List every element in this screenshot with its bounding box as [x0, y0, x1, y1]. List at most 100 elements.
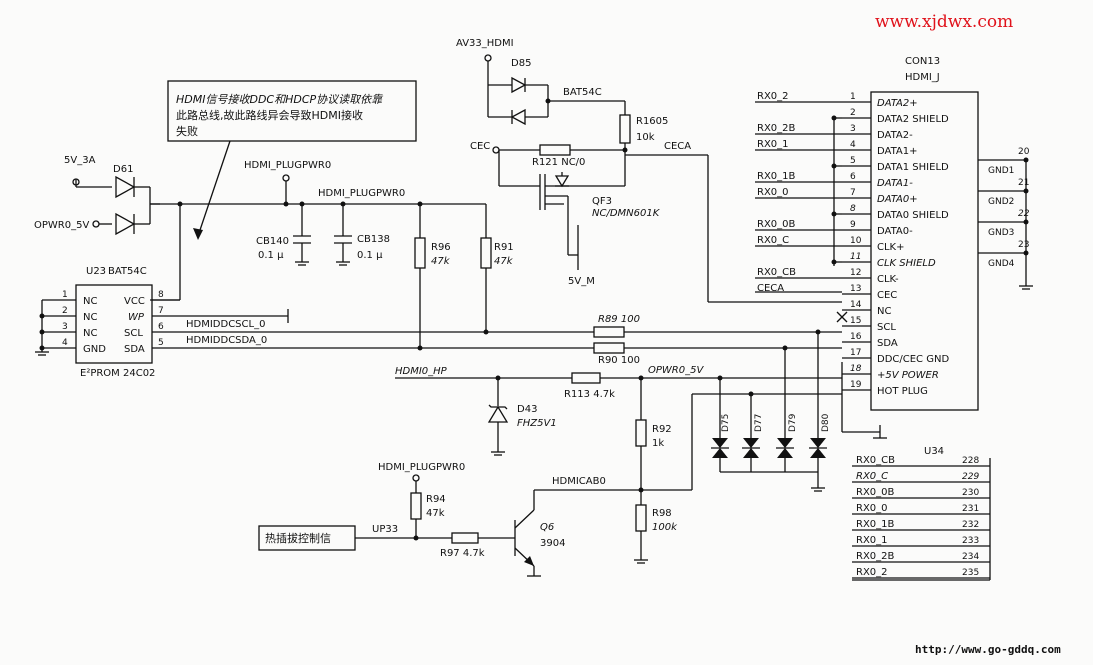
- label-r91-val: 47k: [494, 256, 514, 267]
- cec-section: AV33_HDMI D85 BAT54C R1605 10k CEC R121 …: [456, 38, 842, 303]
- connector-pin-num: 10: [850, 236, 862, 246]
- connector-pin-num: 7: [850, 188, 856, 198]
- label-cb138: CB138: [357, 234, 390, 245]
- tvs-glyphs: [711, 422, 827, 472]
- eeprom-pin-1-label: NC: [83, 296, 97, 307]
- connector-pin-label: CLK-: [877, 274, 899, 285]
- label-r90: R90 100: [598, 355, 640, 366]
- connector-pin-num: 16: [850, 332, 862, 342]
- label-r94-val: 47k: [426, 508, 445, 519]
- label-r92: R92: [652, 424, 672, 435]
- hotplug-section: HDMI0_HP R113 4.7k OPWR0_5V D43 FHZ5V1 R…: [258, 365, 842, 577]
- label-cb138-val: 0.1 μ: [357, 250, 383, 261]
- label-sda-net: HDMIDDCSDA_0: [186, 335, 267, 346]
- connector-net-label: RX0_2B: [757, 123, 796, 134]
- eeprom-pin-8-label: VCC: [124, 296, 145, 307]
- label-opwr0-5v-b: OPWR0_5V: [648, 365, 704, 376]
- eeprom-pin-2-label: NC: [83, 312, 97, 323]
- connector-net-label: RX0_C: [757, 235, 789, 246]
- connector-pin-label: DATA1-: [877, 178, 913, 189]
- label-r96: R96: [431, 242, 451, 253]
- label-d43: D43: [517, 404, 537, 415]
- label-d61: D61: [113, 164, 133, 175]
- connector-gnd-num: 23: [1018, 240, 1029, 250]
- connector-pin-num: 1: [850, 92, 856, 102]
- connector-pin-label: DDC/CEC GND: [877, 354, 949, 365]
- connector-net-label: RX0_CB: [757, 267, 796, 278]
- label-cb140: CB140: [256, 236, 289, 247]
- eeprom-pin-3-label: NC: [83, 328, 97, 339]
- connector-gnd-label: GND4: [988, 259, 1015, 269]
- connector-gnd-num: 21: [1018, 178, 1029, 188]
- u34-net-label: RX0_2B: [856, 551, 895, 562]
- u34-net-label: RX0_CB: [856, 455, 895, 466]
- eeprom-pin-6-label: SCL: [124, 328, 143, 339]
- label-r98: R98: [652, 508, 672, 519]
- u34-net-label: RX0_1B: [856, 519, 895, 530]
- label-cec: CEC: [470, 141, 490, 152]
- u34-pin-num: 233: [962, 536, 979, 546]
- tvs-diode-top: [777, 438, 793, 448]
- tvs-diode-top: [810, 438, 826, 448]
- eeprom-pin-7-num: 7: [158, 306, 164, 316]
- u34-net-label: RX0_0: [856, 503, 888, 514]
- connector-pin-label: HOT PLUG: [877, 386, 928, 397]
- connector-net-label: RX0_1: [757, 139, 789, 150]
- label-d80: D80: [821, 413, 831, 432]
- label-r92-val: 1k: [652, 438, 664, 449]
- label-cb140-val: 0.1 μ: [258, 250, 284, 261]
- eeprom-pin-2-num: 2: [62, 306, 68, 316]
- label-up33: UP33: [372, 524, 398, 535]
- u34-pin-num: 230: [962, 488, 979, 498]
- tvs-diode-bottom: [743, 448, 759, 458]
- label-d85: D85: [511, 58, 531, 69]
- tvs-diodes: D75 D77 D79 D80: [711, 329, 831, 492]
- connector-pin-label: DATA2 SHIELD: [877, 114, 949, 125]
- watermark-bottom: http://www.go-gddq.com: [915, 643, 1061, 656]
- label-r94: R94: [426, 494, 446, 505]
- tvs-diode-top: [743, 438, 759, 448]
- label-d79: D79: [788, 413, 798, 432]
- connector-pin-label: CLK SHIELD: [877, 258, 936, 269]
- connector-net-label: RX0_0: [757, 187, 789, 198]
- label-r113: R113 4.7k: [564, 389, 615, 400]
- u34-pin-num: 232: [962, 520, 979, 530]
- connector-pin-label: CLK+: [877, 242, 905, 253]
- ddc-bus: HDMIDDCSCL_0 HDMIDDCSDA_0 R89 100 R90 10…: [180, 314, 842, 366]
- tvs-diode-bottom: [810, 448, 826, 458]
- connector-net-label: RX0_2: [757, 91, 789, 102]
- connector-net-label: RX0_1B: [757, 171, 796, 182]
- connector-name: HDMI_J: [905, 72, 940, 83]
- eeprom-u23: U23 BAT54C E²PROM 24C02 1 2 3 4 NC NC NC…: [35, 266, 289, 379]
- connector-pin-label: DATA2+: [877, 98, 918, 109]
- label-r91: R91: [494, 242, 514, 253]
- eeprom-name: E²PROM 24C02: [80, 368, 155, 379]
- label-d75: D75: [721, 414, 731, 432]
- label-plugpwr-line: HDMI_PLUGPWR0: [318, 188, 405, 199]
- label-r121: R121 NC/0: [532, 157, 585, 168]
- eeprom-part: BAT54C: [108, 266, 147, 277]
- connector-gnd-label: GND2: [988, 197, 1014, 207]
- u34-pin-num: 235: [962, 568, 979, 578]
- connector-pin-label: SCL: [877, 322, 896, 333]
- eeprom-pin-6-num: 6: [158, 322, 164, 332]
- label-q6: Q6: [540, 522, 554, 533]
- u34-pin-num: 231: [962, 504, 979, 514]
- connector-pin-num: 18: [850, 364, 862, 374]
- eeprom-pin-5-label: SDA: [124, 344, 145, 355]
- eeprom-pin-4-label: GND: [83, 344, 106, 355]
- tvs-diode-bottom: [712, 448, 728, 458]
- connector-pin-num: 15: [850, 316, 861, 326]
- u34-ref: U34: [924, 446, 944, 457]
- connector-pin-num: 8: [850, 204, 856, 214]
- label-q6-val: 3904: [540, 538, 565, 549]
- connector-pin-label: CEC: [877, 290, 897, 301]
- label-opwr0-5v: OPWR0_5V: [34, 220, 89, 231]
- label-r96-val: 47k: [431, 256, 451, 267]
- connector-pin-label: DATA0-: [877, 226, 913, 237]
- connector-pin-label: DATA2-: [877, 130, 913, 141]
